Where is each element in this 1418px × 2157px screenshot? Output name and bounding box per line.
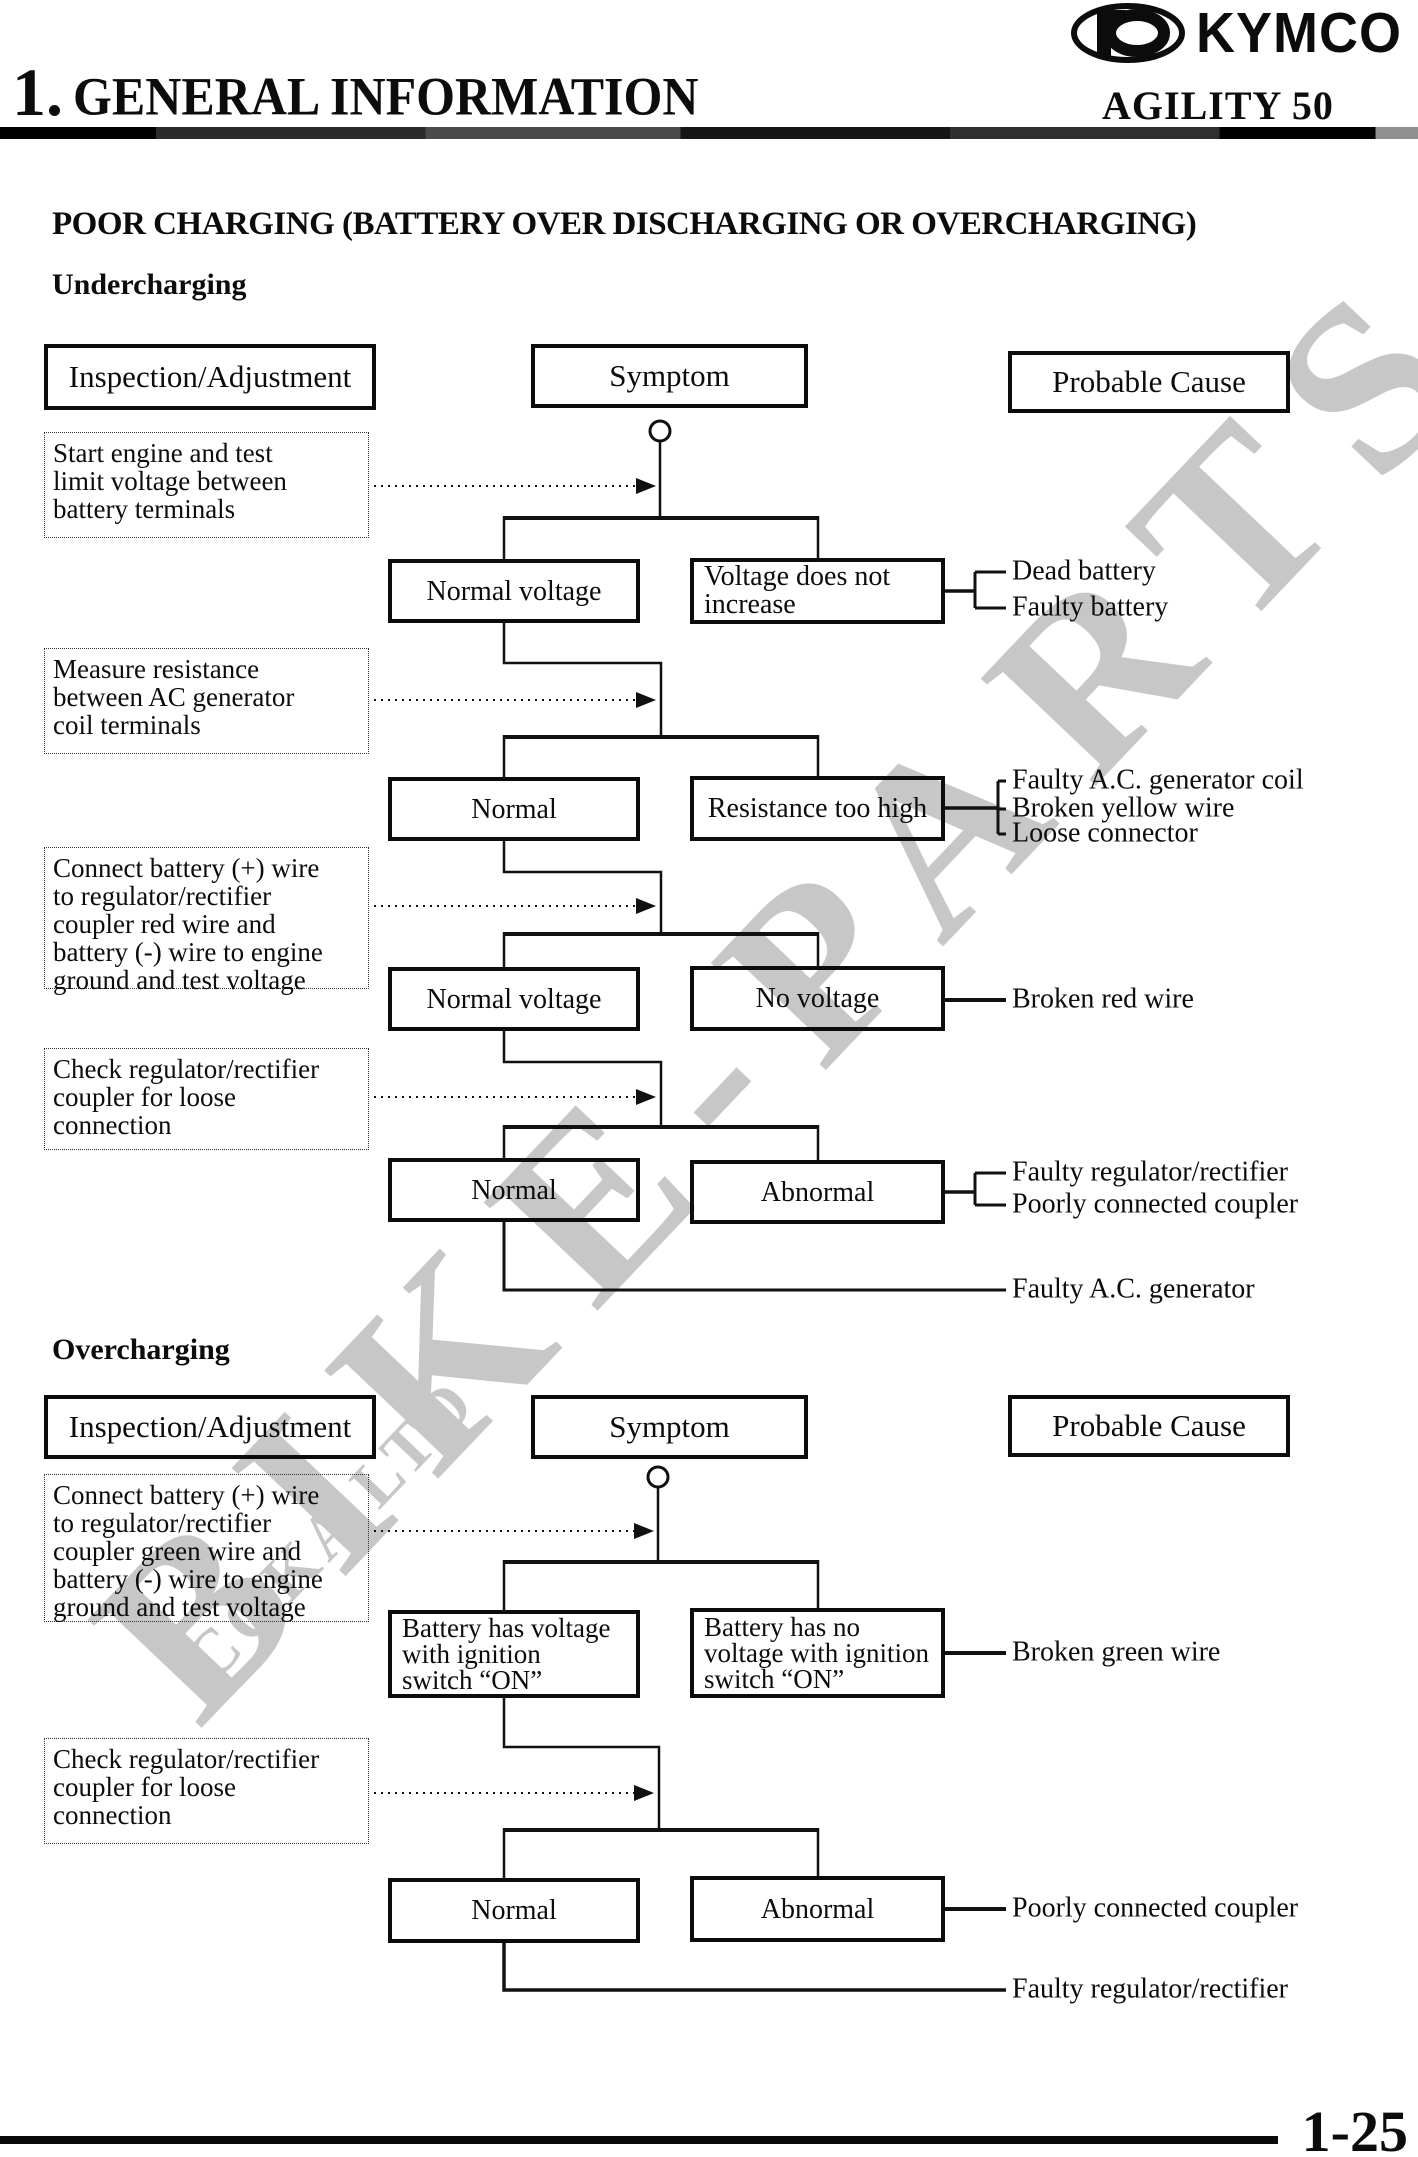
inspection-step: Start engine and test limit voltage betw… <box>44 432 369 538</box>
symptom-box: No voltage <box>690 966 945 1031</box>
symptom-box: Normal <box>388 777 640 841</box>
probable-cause-label: Broken red wire <box>1012 983 1194 1015</box>
column-header-symptom: Symptom <box>531 344 808 408</box>
section-title: GENERAL INFORMATION <box>73 65 699 127</box>
inspection-step: Check regulator/rectifier coupler for lo… <box>44 1048 369 1150</box>
arrowhead <box>636 1089 656 1105</box>
start-node-circle <box>648 419 672 443</box>
start-node-circle <box>646 1465 670 1489</box>
final-cause-line <box>502 1222 1006 1292</box>
symptom-box: Voltage does not increase <box>690 558 945 624</box>
kymco-logo: KYMCO <box>1070 1 1402 65</box>
flow-line <box>502 623 663 737</box>
page-number: 1-25 <box>1301 2099 1408 2157</box>
flow-line <box>502 841 663 934</box>
flow-line <box>502 1031 663 1127</box>
probable-cause-label: Faulty regulator/rectifier <box>1012 1973 1288 2005</box>
probable-cause-label: Faulty A.C. generator coil <box>1012 764 1304 796</box>
probable-cause-label: Faulty battery <box>1012 591 1169 623</box>
overcharging-heading: Overcharging <box>52 1333 230 1366</box>
section-heading: 1. GENERAL INFORMATION <box>12 58 699 126</box>
symptom-box: Normal voltage <box>388 559 640 623</box>
section-number: 1. <box>12 54 63 130</box>
inspection-step: Connect battery (+) wire to regulator/re… <box>44 1474 369 1622</box>
flow-line <box>502 1698 661 1830</box>
column-header-probable-cause: Probable Cause <box>1008 1395 1290 1457</box>
arrowhead <box>636 898 656 914</box>
probable-cause-label: Loose connector <box>1012 817 1198 849</box>
arrowhead <box>634 1523 654 1539</box>
probable-cause-label: Faulty regulator/rectifier <box>1012 1156 1288 1188</box>
column-header-symptom: Symptom <box>531 1395 808 1459</box>
symptom-box: Normal voltage <box>388 967 640 1031</box>
arrowhead <box>634 1785 654 1801</box>
inspection-step: Connect battery (+) wire to regulator/re… <box>44 847 369 994</box>
symptom-box: Abnormal <box>690 1160 945 1224</box>
symptom-box: Abnormal <box>690 1876 945 1942</box>
symptom-box: Battery has voltage with ignition switch… <box>388 1610 640 1698</box>
undercharging-connectors <box>374 419 1006 1292</box>
probable-cause-label: Faulty A.C. generator <box>1012 1273 1255 1305</box>
inspection-step: Measure resistance between AC generator … <box>44 648 369 754</box>
symptom-box: Normal <box>388 1878 640 1943</box>
header-rule <box>0 127 1418 139</box>
column-header-probable-cause: Probable Cause <box>1008 351 1290 413</box>
column-header-inspection: Inspection/Adjustment <box>44 1395 376 1459</box>
probable-cause-label: Poorly connected coupler <box>1012 1892 1299 1924</box>
inspection-step: Check regulator/rectifier coupler for lo… <box>44 1738 369 1844</box>
undercharging-heading: Undercharging <box>52 268 247 301</box>
model-name: AGILITY 50 <box>1102 83 1334 128</box>
symptom-box: Battery has no voltage with ignition swi… <box>690 1608 945 1698</box>
symptom-box: Normal <box>388 1158 640 1222</box>
probable-cause-label: Broken green wire <box>1012 1636 1221 1668</box>
final-cause-line <box>502 1943 1006 1992</box>
kymco-logo-icon <box>1071 3 1185 63</box>
probable-cause-label: Dead battery <box>1012 555 1156 587</box>
probable-cause-label: Broken yellow wire <box>1012 792 1235 824</box>
symptom-box: Resistance too high <box>690 776 945 841</box>
overcharging-connectors <box>374 1465 1006 1992</box>
column-header-inspection: Inspection/Adjustment <box>44 344 376 410</box>
page-title: POOR CHARGING (BATTERY OVER DISCHARGING … <box>52 206 1197 242</box>
probable-cause-label: Poorly connected coupler <box>1012 1188 1299 1220</box>
brand-name: KYMCO <box>1196 1 1402 65</box>
arrowhead <box>636 478 656 494</box>
arrowhead <box>636 692 656 708</box>
footer-rule <box>0 2136 1278 2144</box>
